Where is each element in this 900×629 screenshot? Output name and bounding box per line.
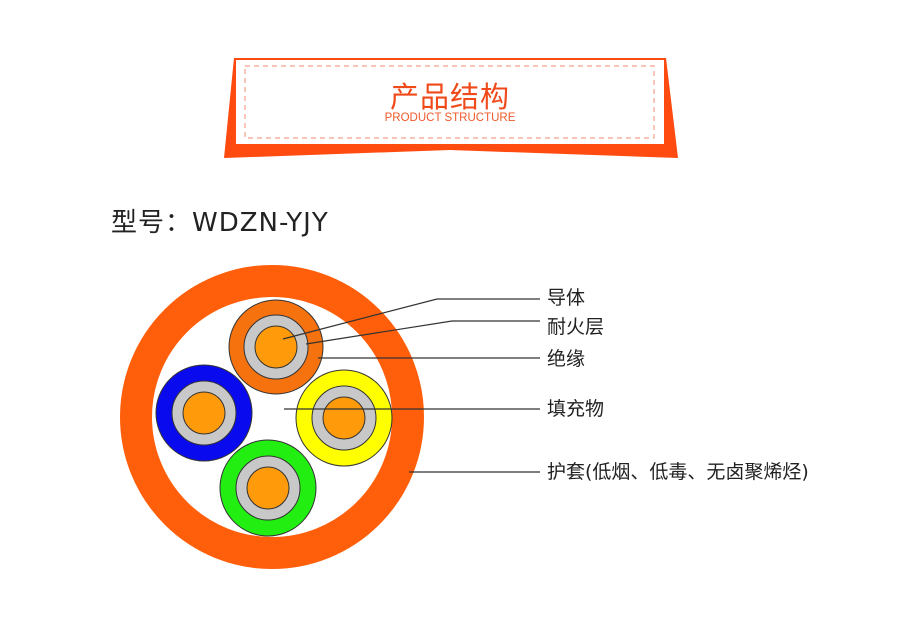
banner-title: 产品结构 — [389, 80, 510, 114]
outer-sheath — [120, 265, 424, 569]
banner-panel — [236, 60, 664, 144]
label-insulation: 绝缘 — [547, 348, 586, 370]
label-fire-layer: 耐火层 — [547, 316, 605, 338]
label-sheath: 护套(低烟、低毒、无卤聚烯烃) — [547, 461, 809, 483]
core-right — [295, 369, 393, 467]
banner-subtitle: PRODUCT STRUCTURE — [384, 112, 516, 124]
core-top — [228, 299, 324, 395]
label-conductor: 导体 — [547, 287, 586, 309]
banner-dashed-border — [244, 65, 655, 139]
label-filler: 填充物 — [547, 398, 605, 420]
model-number: 型号：WDZN-YJY — [111, 202, 329, 239]
core-bottom — [219, 439, 317, 537]
leader-fire-layer — [305, 320, 540, 345]
section-banner — [224, 58, 678, 158]
leader-lines — [282, 298, 540, 473]
model-label: 型号： — [111, 208, 193, 238]
core-left — [155, 364, 253, 462]
model-value: WDZN-YJY — [192, 208, 329, 238]
leader-conductor — [282, 298, 540, 340]
